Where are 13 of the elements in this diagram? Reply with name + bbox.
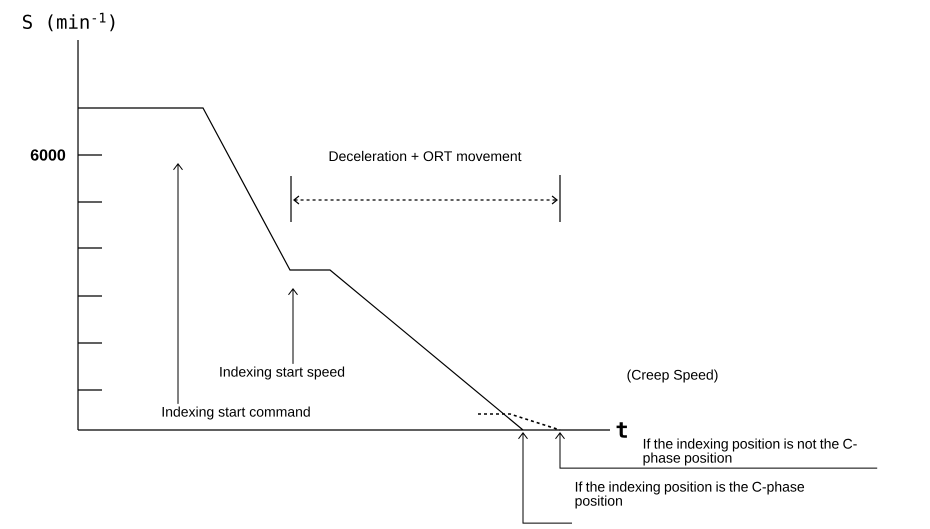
axis-label: t (616, 422, 627, 438)
leader-arrow (173, 163, 183, 404)
leader-arrow (555, 432, 878, 469)
axis-label: S (min$^{-1}$) (23, 12, 114, 32)
text-label: If the indexing position is not the C-phase position (644, 438, 857, 466)
text-label: Indexing start speed (220, 366, 344, 380)
text-label: Indexing start command (162, 406, 310, 420)
text-label: If the indexing position is the C-phase position (576, 481, 804, 509)
leader-arrow (288, 288, 298, 364)
note-label: (Creep Speed) (627, 369, 718, 383)
tick-label: 6000 (30, 149, 66, 161)
leader-arrow (518, 432, 572, 524)
dimension-label: Deceleration + ORT movement (330, 150, 522, 162)
